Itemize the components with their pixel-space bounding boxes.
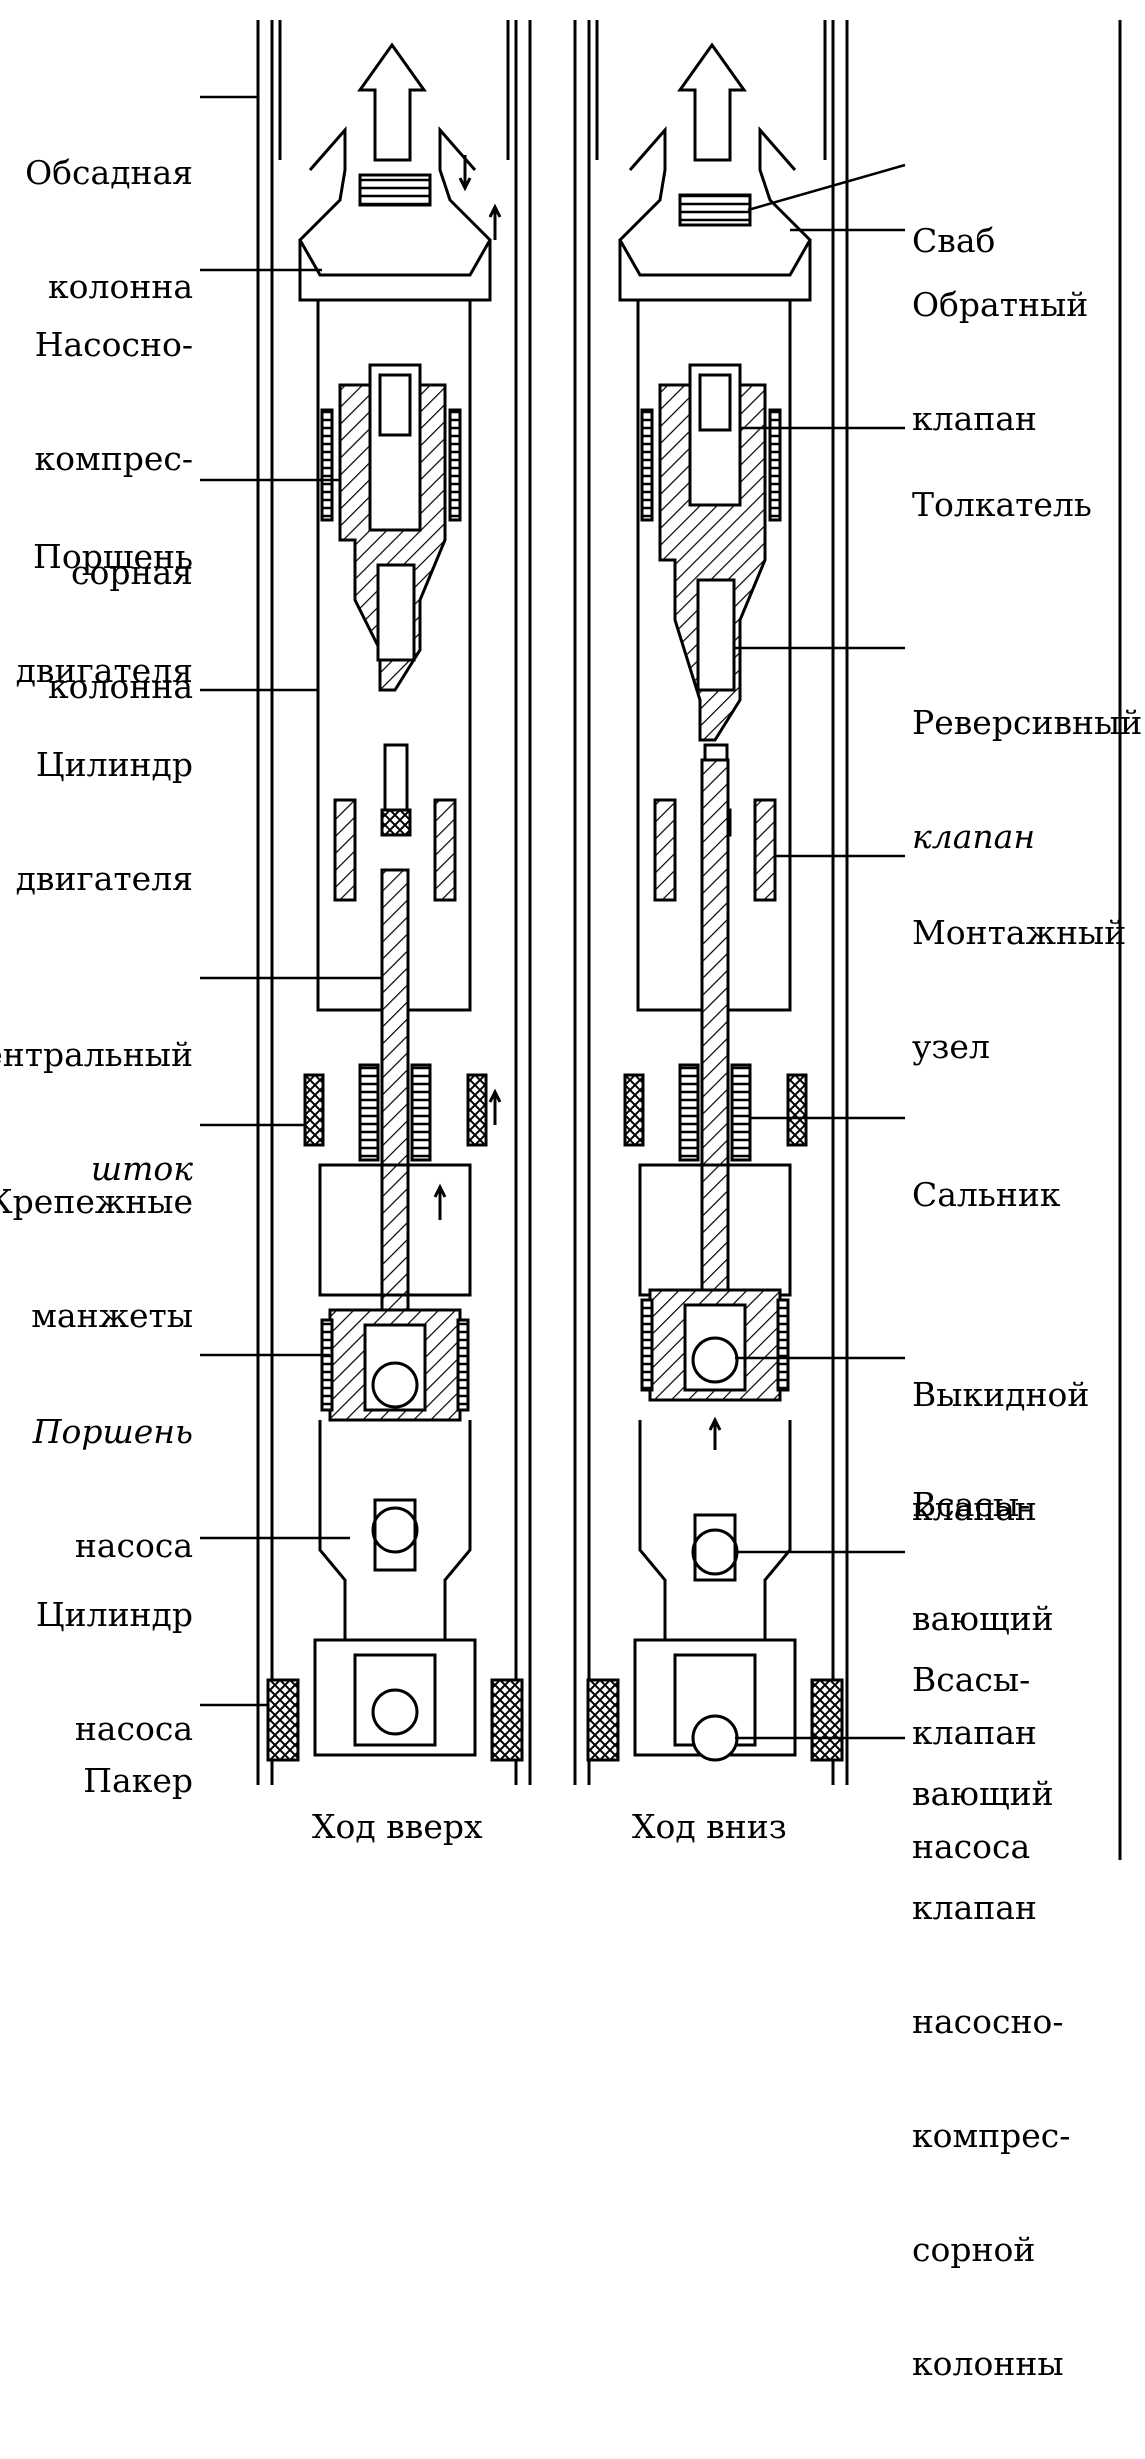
label-vsasyvayushchiy-klapan-nkt: Всасы- вающий клапан насосно- компрес- с… <box>912 1585 1070 2459</box>
label-line: колонна <box>48 267 193 306</box>
label-obratny-klapan: Обратный клапан <box>912 210 1088 514</box>
label-line: клапан <box>912 817 1036 856</box>
label-porshen-dvigatelya: Поршень двигателя <box>16 462 193 766</box>
label-line: сорной <box>912 2230 1036 2269</box>
label-line: Цилиндр <box>35 1595 193 1634</box>
label-porshen-nasosa: Поршень насоса <box>33 1337 193 1641</box>
caption-downstroke: Ход вниз <box>632 1807 787 1846</box>
label-line: Насосно- <box>34 325 193 364</box>
label-line: насосно- <box>912 2002 1064 2041</box>
label-vykidnoy-klapan: Выкидной клапан <box>912 1300 1089 1604</box>
label-tolkatel: Толкатель <box>912 410 1092 600</box>
label-nkt: Насосно- компрес- сорная колонна <box>35 250 193 782</box>
diagram-stage: Обсадная колонна Насосно- компрес- сорна… <box>0 20 1142 2383</box>
label-line: Толкатель <box>912 485 1092 524</box>
label-line: Сваб <box>912 221 996 260</box>
label-salnik: Сальник <box>912 1100 1060 1290</box>
label-line: клапан <box>912 399 1037 438</box>
label-line: Сальник <box>912 1175 1061 1214</box>
label-line: колонна <box>48 667 193 706</box>
label-line: колонны <box>912 2344 1064 2383</box>
label-line: Обратный <box>912 285 1089 324</box>
label-line: Реверсивный <box>912 703 1143 742</box>
label-line: Поршень <box>33 537 193 576</box>
label-line: ентральный <box>0 1035 193 1074</box>
label-line: вающий <box>912 1774 1054 1813</box>
label-line: насоса <box>912 1827 1031 1866</box>
label-cilindr-dvigatelya: Цилиндр двигателя <box>16 670 193 974</box>
label-line: насоса <box>74 1709 193 1748</box>
label-centralny-shtok: ентральный шток <box>0 960 193 1264</box>
label-montazhny-uzel: Монтажный узел <box>912 838 1126 1142</box>
label-line: клапан <box>912 1888 1037 1927</box>
label-line: клапан <box>912 1713 1037 1752</box>
label-krepezhnye-manzhety: Крепежные манжеты <box>0 1107 193 1411</box>
assembly-upstroke <box>256 20 532 1785</box>
label-line: двигателя <box>15 859 193 898</box>
label-line: Обсадная <box>25 153 193 192</box>
label-line: Монтажный <box>912 913 1127 952</box>
assembly-downstroke <box>573 20 849 1785</box>
label-line: Цилиндр <box>35 745 193 784</box>
label-svab: Сваб <box>912 146 995 336</box>
label-line: Крепежные <box>0 1182 193 1221</box>
label-line: манжеты <box>31 1296 193 1335</box>
label-cilindr-nasosa: Цилиндр насоса <box>36 1520 193 1824</box>
label-line: Всасы- <box>912 1485 1031 1524</box>
label-reversivny-klapan: Реверсивный клапан <box>912 628 1142 932</box>
label-line: компрес- <box>912 2116 1071 2155</box>
pump-diagram <box>200 20 1122 1860</box>
label-line: вающий <box>912 1599 1054 1638</box>
label-line: узел <box>912 1027 990 1066</box>
label-line: Выкидной <box>912 1375 1090 1414</box>
label-line: Пакер <box>83 1761 193 1800</box>
label-line: Поршень <box>32 1412 193 1451</box>
label-line: клапан <box>912 1489 1037 1528</box>
label-line: шток <box>90 1149 193 1188</box>
label-line: насоса <box>74 1526 193 1565</box>
leader-lines <box>200 95 906 1740</box>
caption-upstroke: Ход вверх <box>312 1807 483 1846</box>
label-vsasyvayushchiy-klapan-nasosa: Всасы- вающий клапан насоса <box>912 1410 1054 1942</box>
label-line: Всасы- <box>912 1660 1031 1699</box>
label-obsadnaya-kolonna: Обсадная колонна <box>25 78 193 382</box>
label-line: двигателя <box>15 651 193 690</box>
label-line: сорная <box>71 553 193 592</box>
label-line: компрес- <box>34 439 193 478</box>
label-paker: Пакер <box>83 1686 193 1876</box>
